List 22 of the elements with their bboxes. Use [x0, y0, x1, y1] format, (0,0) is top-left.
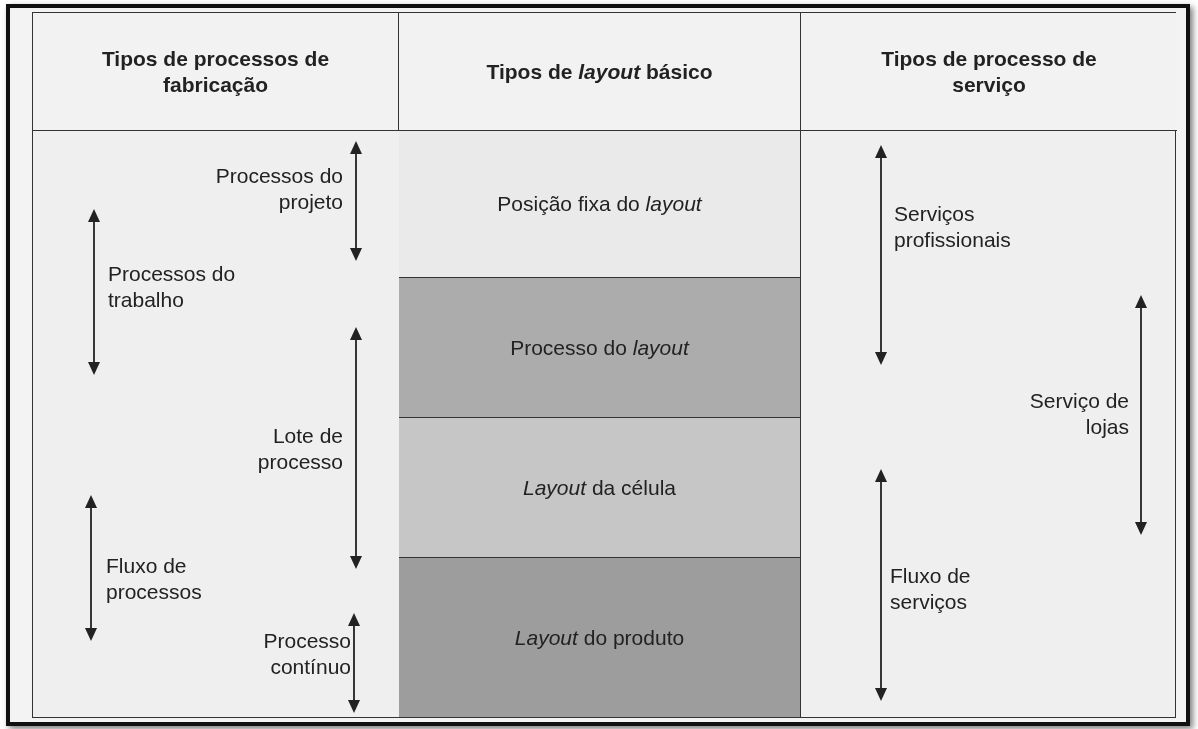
header-text: Tipos de layout básico — [486, 58, 713, 85]
process-type-label: Processos do projeto — [214, 163, 343, 216]
column-header — [33, 13, 399, 131]
layout-band — [399, 278, 801, 418]
band-label: Posição fixa do layout — [497, 192, 702, 216]
process-type-label: Fluxo de processos — [106, 553, 203, 606]
process-type-label: Serviços profissionais — [894, 201, 1012, 254]
header-text: Tipos de processo de serviço — [880, 46, 1098, 97]
column-header — [399, 13, 801, 131]
header-text: Tipos de processos de fabricação — [100, 46, 331, 97]
layout-band — [399, 131, 801, 278]
layout-band — [399, 418, 801, 558]
process-type-label: Serviço de lojas — [1028, 388, 1129, 441]
process-type-label: Processos do trabalho — [108, 261, 237, 314]
band-label: Processo do layout — [510, 335, 689, 360]
band-label: Layout do produto — [514, 625, 685, 650]
process-type-label: Lote de processo — [256, 423, 343, 476]
band-label: Layout da célula — [523, 475, 676, 500]
process-type-label: Processo contínuo — [262, 628, 351, 681]
process-type-label: Fluxo de serviços — [890, 563, 972, 616]
layout-band — [399, 558, 801, 718]
column-header — [801, 13, 1177, 131]
